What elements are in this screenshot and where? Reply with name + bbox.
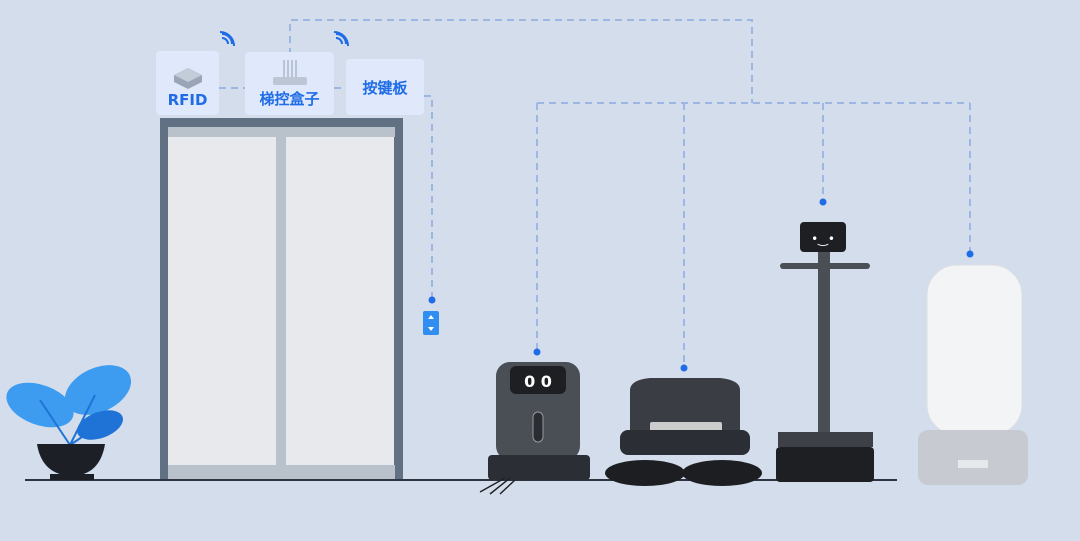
rfid-reader-icon bbox=[173, 68, 202, 89]
wifi-icon bbox=[219, 31, 349, 47]
cleaning-robot: 0 0 bbox=[479, 362, 590, 495]
delivery-robot: •‿• bbox=[776, 222, 874, 482]
elevator-control-box-card: 梯控盒子 bbox=[245, 52, 334, 115]
elevator-control-box-label: 梯控盒子 bbox=[259, 90, 320, 108]
router-icon bbox=[272, 60, 307, 85]
rfid-label: RFID bbox=[167, 91, 208, 109]
svg-text:•‿•: •‿• bbox=[811, 232, 835, 246]
connection-lines bbox=[219, 19, 971, 366]
elevator-call-button[interactable] bbox=[423, 311, 439, 335]
keypad-card: 按键板 bbox=[346, 59, 424, 115]
elevator bbox=[160, 118, 403, 480]
svg-text:0 0: 0 0 bbox=[524, 372, 552, 391]
rfid-card: RFID bbox=[156, 51, 219, 115]
potted-plant bbox=[6, 365, 132, 480]
keypad-label: 按键板 bbox=[362, 78, 408, 97]
sweeper-robot bbox=[605, 378, 762, 486]
white-service-robot bbox=[918, 264, 1028, 485]
connection-dots bbox=[428, 198, 974, 372]
